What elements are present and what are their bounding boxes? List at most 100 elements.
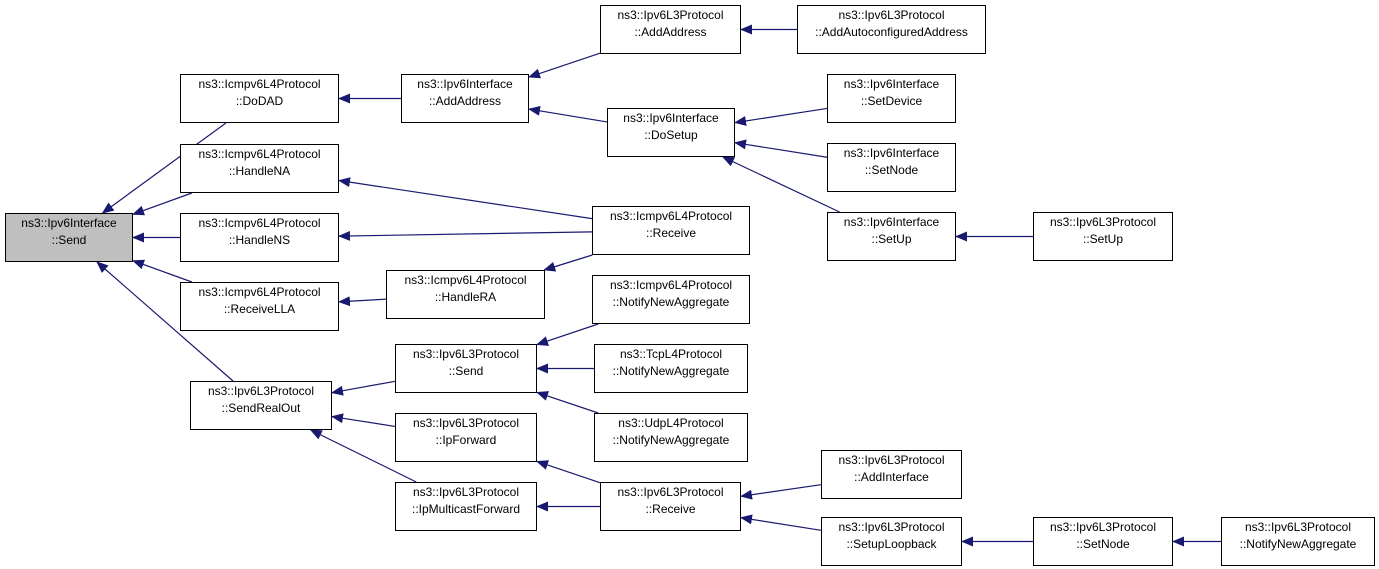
node-line2: ::HandleNA [228,164,291,178]
node-line2: ::SetupLoopback [846,537,937,551]
edge-icmp_receive-to-icmp_handlera [543,254,593,272]
node-line2: ::AddAddress [428,94,502,108]
edge-icmp_handlena-to-ipv6if_send [132,192,193,216]
node-ipv6l3protocol-ipforward[interactable]: ns3::Ipv6L3Protocol::IpForward [395,413,537,462]
node-line2: ::HandleRA [434,290,497,304]
node-udpl4protocol-notifynewaggregate[interactable]: ns3::UdpL4Protocol::NotifyNewAggregate [594,413,748,462]
node-line2: ::DoSetup [644,128,698,142]
edge-l3_ipforward-to-l3_sendrealout [331,413,396,428]
node-line2: ::Receive [645,502,696,516]
node-line1: ns3::Ipv6Interface [417,77,513,91]
node-ipv6l3protocol-addaddress[interactable]: ns3::Ipv6L3Protocol::AddAddress [600,5,741,54]
node-line1: ns3::Ipv6L3Protocol [1049,520,1157,534]
edge-icmp_receive-to-icmp_handlens [338,230,593,241]
node-ipv6l3protocol-addinterface[interactable]: ns3::Ipv6L3Protocol::AddInterface [821,450,962,499]
node-line1: ns3::Ipv6Interface [21,216,117,230]
node-line1: ns3::Ipv6L3Protocol [412,347,520,361]
edge-l3_receive-to-l3_ipforward [536,460,601,484]
node-line2: ::AddAddress [634,25,707,39]
node-line1: ns3::Icmpv6L4Protocol [198,147,321,161]
node-icmpv6l4protocol-receivella[interactable]: ns3::Icmpv6L4Protocol::ReceiveLLA [180,282,339,331]
node-line1: ns3::Ipv6Interface [843,77,940,91]
node-line2: ::Send [448,364,484,378]
node-ipv6interface-setup[interactable]: ns3::Ipv6Interface::SetUp [827,212,956,261]
node-line2: ::NotifyNewAggregate [612,295,730,309]
node-icmpv6l4protocol-handlens[interactable]: ns3::Icmpv6L4Protocol::HandleNS [180,213,339,262]
node-line2: ::ReceiveLLA [223,302,296,316]
node-icmpv6l4protocol-dodad[interactable]: ns3::Icmpv6L4Protocol::DoDAD [180,74,339,123]
edge-ipv6if_setup-to-ipv6if_dosetup [722,156,840,213]
node-line2: ::NotifyNewAggregate [612,433,730,447]
edge-l3_addinterface-to-l3_receive [740,484,822,500]
edge-icmp_handlera-to-icmp_receivella [338,296,387,307]
node-ipv6interface-dosetup[interactable]: ns3::Ipv6Interface::DoSetup [607,108,735,157]
node-line1: ns3::Ipv6L3Protocol [617,485,724,499]
node-ipv6l3protocol-sendrealout[interactable]: ns3::Ipv6L3Protocol::SendRealOut [190,381,332,430]
node-line1: ns3::Ipv6L3Protocol [412,485,520,499]
node-line1: ns3::Ipv6L3Protocol [838,453,945,467]
node-ipv6interface-setnode[interactable]: ns3::Ipv6Interface::SetNode [827,143,956,192]
node-icmpv6l4protocol-handlena[interactable]: ns3::Icmpv6L4Protocol::HandleNA [180,144,339,193]
node-line2: ::SetUp [1082,232,1124,246]
node-ipv6interface-addaddress[interactable]: ns3::Ipv6Interface::AddAddress [401,74,529,123]
node-line1: ns3::Ipv6L3Protocol [838,8,945,22]
node-line2: ::SetDevice [860,94,923,108]
edge-l3_sendrealout-to-ipv6if_send [96,261,234,382]
edge-ipv6if_setnode-to-ipv6if_dosetup [734,139,828,158]
edge-udp_notify-to-l3_send [536,391,599,414]
edge-ipv6if_dosetup-to-ipv6if_addaddress [528,105,608,123]
node-line1: ns3::Ipv6L3Protocol [617,8,724,22]
node-line1: ns3::Ipv6Interface [623,111,719,125]
node-line1: ns3::TcpL4Protocol [619,347,723,361]
node-line1: ns3::Icmpv6L4Protocol [198,216,321,230]
node-line1: ns3::Ipv6L3Protocol [838,520,945,534]
edge-icmp_receive-to-icmp_handlena [338,177,593,220]
node-line1: ns3::Ipv6L3Protocol [1049,215,1157,229]
node-line1: ns3::Icmpv6L4Protocol [198,285,321,299]
edge-ipv6if_setdevice-to-ipv6if_dosetup [734,107,828,126]
node-ipv6l3protocol-notifynewaggregate[interactable]: ns3::Ipv6L3Protocol::NotifyNewAggregate [1221,517,1375,566]
node-tcpl4protocol-notifynewaggregate[interactable]: ns3::TcpL4Protocol::NotifyNewAggregate [594,344,748,393]
node-line2: ::SetNode [864,163,919,177]
edge-l3_send-to-l3_sendrealout [331,380,396,396]
node-line2: ::NotifyNewAggregate [1239,537,1357,551]
node-line2: ::SetNode [1076,537,1130,551]
node-line2: ::IpMulticastForward [411,502,521,516]
node-line1: ns3::Ipv6Interface [843,215,940,229]
node-line2: ::SetUp [871,232,912,246]
node-ipv6interface-setdevice[interactable]: ns3::Ipv6Interface::SetDevice [827,74,956,123]
node-line2: ::DoDAD [235,94,284,108]
edge-icmp_dodad-to-ipv6if_send [101,122,227,214]
node-line2: ::AddInterface [854,470,929,484]
node-ipv6l3protocol-setnode[interactable]: ns3::Ipv6L3Protocol::SetNode [1033,517,1173,566]
node-ipv6l3protocol-ipmulticastforward[interactable]: ns3::Ipv6L3Protocol::IpMulticastForward [395,482,537,531]
node-line2: ::AddAutoconfiguredAddress [815,25,968,39]
node-line1: ns3::Ipv6L3Protocol [1244,520,1352,534]
node-ipv6l3protocol-receive[interactable]: ns3::Ipv6L3Protocol::Receive [600,482,741,531]
node-line1: ns3::UdpL4Protocol [618,416,724,430]
node-ipv6l3protocol-setup[interactable]: ns3::Ipv6L3Protocol::SetUp [1033,212,1173,261]
node-line1: ns3::Ipv6L3Protocol [412,416,520,430]
node-line2: ::HandleNS [228,233,291,247]
node-line1: ns3::Icmpv6L4Protocol [198,77,321,91]
edge-l3_addaddress-to-ipv6if_addaddress [528,52,601,79]
node-ipv6l3protocol-setuploopback[interactable]: ns3::Ipv6L3Protocol::SetupLoopback [821,517,962,566]
node-line2: ::NotifyNewAggregate [612,364,730,378]
node-line1: ns3::Ipv6Interface [843,146,940,160]
node-icmpv6l4protocol-receive[interactable]: ns3::Icmpv6L4Protocol::Receive [592,206,750,255]
node-ipv6l3protocol-send[interactable]: ns3::Ipv6L3Protocol::Send [395,344,537,393]
edge-icmp_notify-to-l3_send [536,323,599,346]
edge-icmp_receivella-to-ipv6if_send [132,259,193,283]
node-line1: ns3::Ipv6L3Protocol [207,384,315,398]
node-icmpv6l4protocol-notifynewaggregate[interactable]: ns3::Icmpv6L4Protocol::NotifyNewAggregat… [592,275,750,324]
node-ipv6interface-send[interactable]: ns3::Ipv6Interface::Send [5,213,133,262]
node-ipv6l3protocol-addautoconfiguredaddress[interactable]: ns3::Ipv6L3Protocol::AddAutoconfiguredAd… [797,5,986,54]
node-line2: ::SendRealOut [221,401,301,415]
node-line1: ns3::Icmpv6L4Protocol [404,273,527,287]
node-line2: ::Send [51,233,87,247]
node-icmpv6l4protocol-handlera[interactable]: ns3::Icmpv6L4Protocol::HandleRA [386,270,545,319]
node-line2: ::Receive [645,226,697,240]
node-line1: ns3::Icmpv6L4Protocol [609,278,733,292]
